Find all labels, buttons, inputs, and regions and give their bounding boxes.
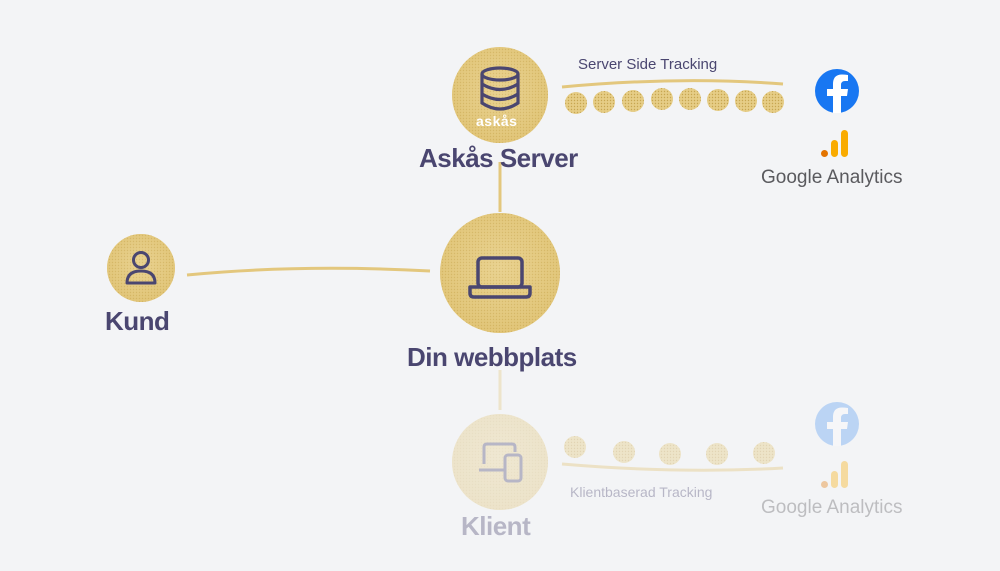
server-node xyxy=(452,47,548,143)
customer-website-connector xyxy=(186,266,431,277)
customer-label: Kund xyxy=(105,306,170,336)
devices-icon xyxy=(479,442,523,483)
client-track-line xyxy=(561,462,784,472)
server-track-label: Server Side Tracking xyxy=(578,56,718,73)
google-analytics-icon xyxy=(821,130,848,157)
track-dot xyxy=(565,92,587,114)
website-node xyxy=(440,213,560,333)
facebook-icon xyxy=(815,69,859,113)
track-dot xyxy=(707,89,729,111)
track-dot xyxy=(762,91,784,113)
client-label: Klient xyxy=(461,511,531,541)
server-label: Askås Server xyxy=(419,143,578,173)
track-dot xyxy=(706,443,728,465)
track-dot xyxy=(679,88,701,110)
server-track-dots xyxy=(565,88,784,114)
facebook-icon xyxy=(815,402,859,446)
track-dot xyxy=(659,443,681,465)
track-dot xyxy=(613,441,635,463)
track-dot xyxy=(735,90,757,112)
client-track xyxy=(561,436,784,472)
track-dot xyxy=(593,91,615,113)
track-dot xyxy=(564,436,586,458)
laptop-icon xyxy=(468,256,532,299)
track-dot xyxy=(622,90,644,112)
track-dot xyxy=(651,88,673,110)
google-analytics-icon xyxy=(821,461,848,488)
track-dot xyxy=(753,442,775,464)
server-track-line xyxy=(561,79,784,89)
google-analytics-label: Google Analytics xyxy=(761,167,903,188)
website-label: Din webbplats xyxy=(407,342,577,372)
database-icon xyxy=(480,66,520,111)
askas-brand-logo: askås xyxy=(476,113,518,129)
google-analytics-label-client: Google Analytics xyxy=(761,497,903,518)
client-node xyxy=(452,414,548,510)
user-icon xyxy=(125,251,157,285)
client-track-label: Klientbaserad Tracking xyxy=(570,484,713,500)
customer-node xyxy=(107,234,175,302)
